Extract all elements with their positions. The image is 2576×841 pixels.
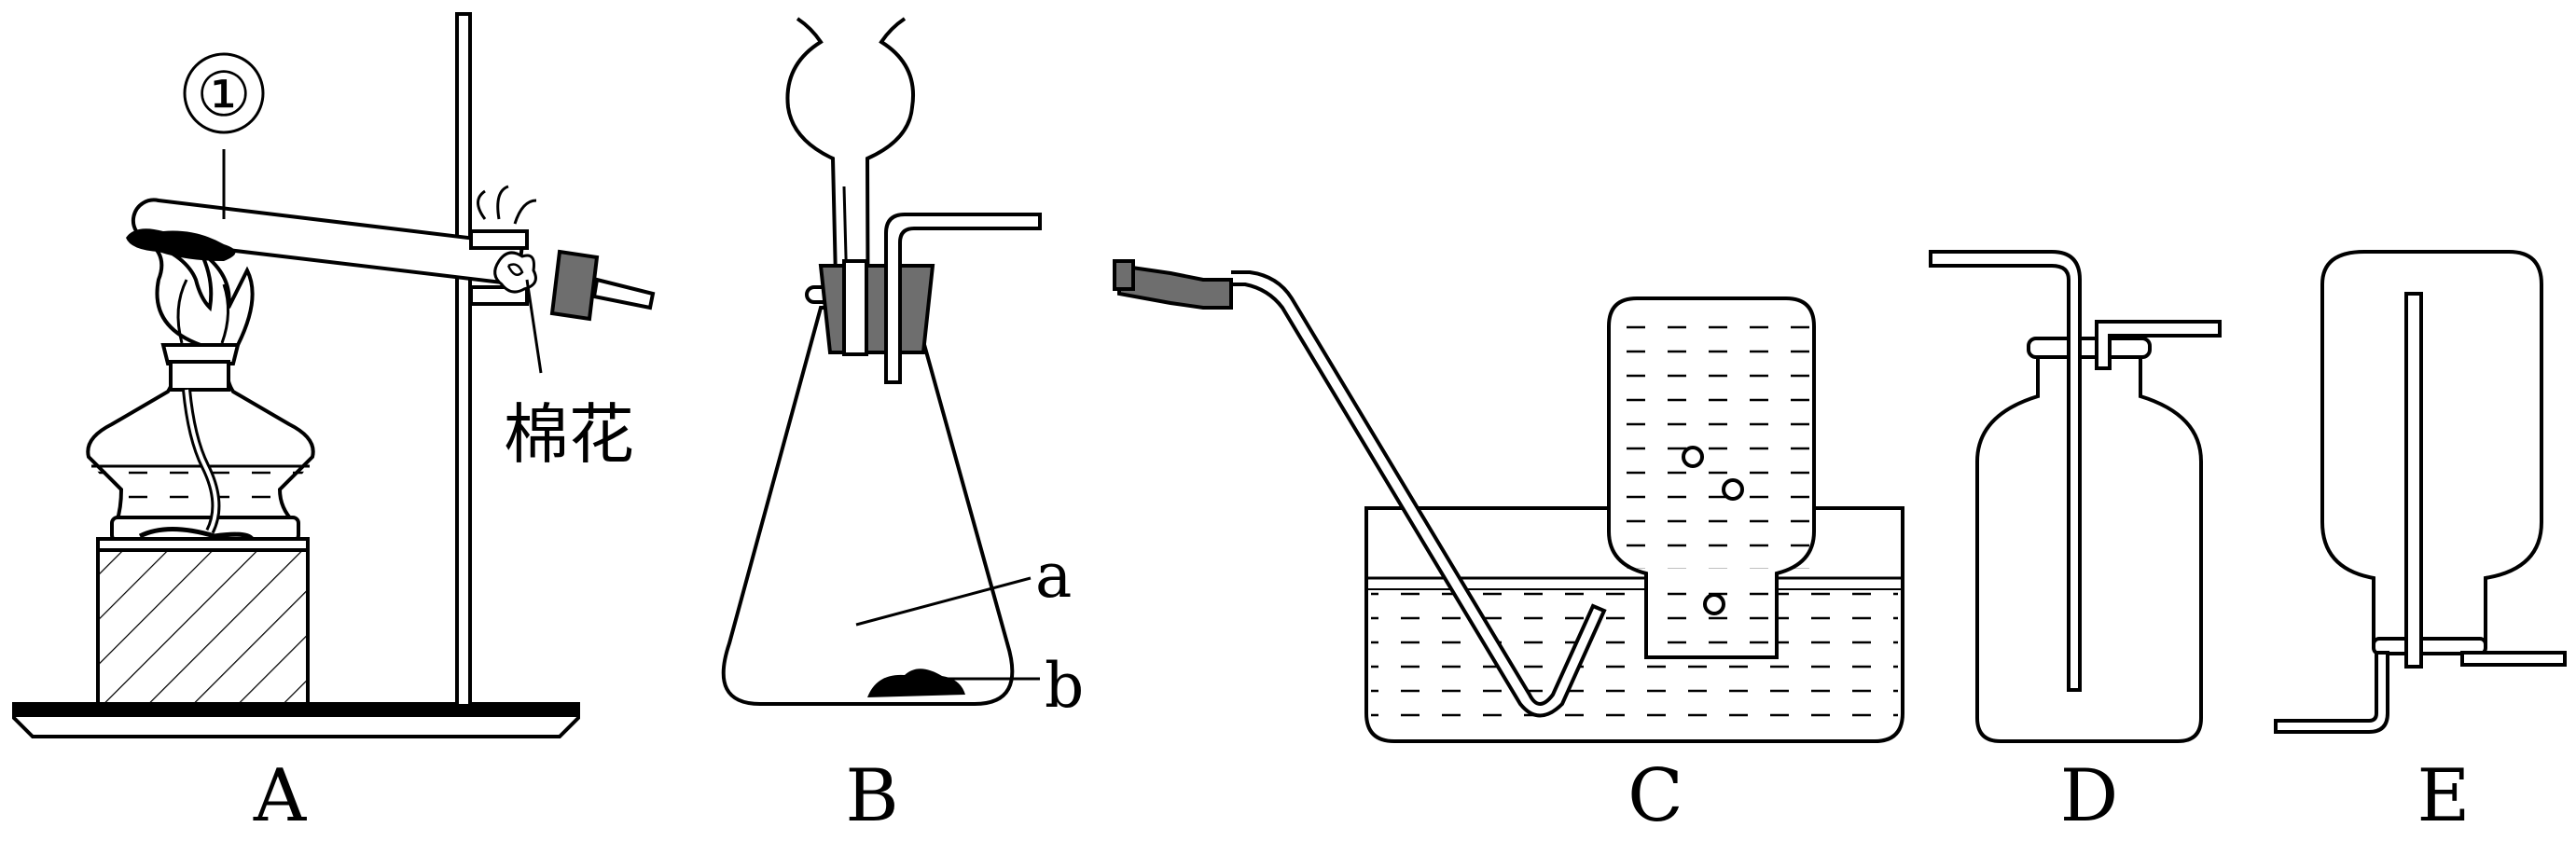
inverted-bottle <box>2320 250 2543 645</box>
outlet-tube-left <box>2274 651 2389 734</box>
apparatus-a <box>12 12 656 738</box>
outlet-tube-right <box>2460 651 2567 667</box>
bubble <box>1703 593 1725 615</box>
cotton-leader-line <box>525 279 543 374</box>
rubber-connector <box>1117 263 1233 310</box>
label-c: C <box>1627 754 1683 838</box>
cotton-label: 棉花 <box>504 396 634 473</box>
label-e: E <box>2417 754 2471 838</box>
short-outlet-tube <box>2095 320 2222 370</box>
long-tube <box>2404 292 2423 669</box>
label-b: B <box>845 754 898 838</box>
annotation-b: b <box>1045 650 1084 722</box>
marker-circle <box>183 52 265 134</box>
wash-bottle <box>1975 352 2203 743</box>
label-d: D <box>2060 754 2119 838</box>
bubble <box>1722 478 1744 501</box>
conical-flask <box>721 306 1015 706</box>
marker-text: ① <box>196 59 251 131</box>
rubber-stopper <box>818 264 935 354</box>
clamp <box>469 185 537 306</box>
alcohol-lamp <box>86 241 315 552</box>
solid-reactant <box>867 669 965 697</box>
iron-stand-base <box>12 702 580 738</box>
cotton-ball <box>493 251 537 294</box>
label-a: A <box>253 754 308 838</box>
apparatus-d <box>1929 250 2222 743</box>
annotation-a: a <box>1035 540 1072 612</box>
apparatus-b <box>721 17 1042 706</box>
test-tube <box>126 198 525 287</box>
apparatus-c <box>1113 259 1904 743</box>
apparatus-e <box>2274 250 2567 734</box>
stopper-and-tube <box>549 249 656 322</box>
leader-line-a <box>855 576 1032 627</box>
iron-stand-rod <box>455 12 472 708</box>
gas-collecting-bottle <box>1607 296 1816 659</box>
long-inlet-tube <box>1929 250 2082 692</box>
wooden-block <box>96 548 310 706</box>
delivery-tube-c <box>1113 259 1607 718</box>
delivery-tube <box>884 213 1042 384</box>
bubble <box>1682 446 1704 468</box>
